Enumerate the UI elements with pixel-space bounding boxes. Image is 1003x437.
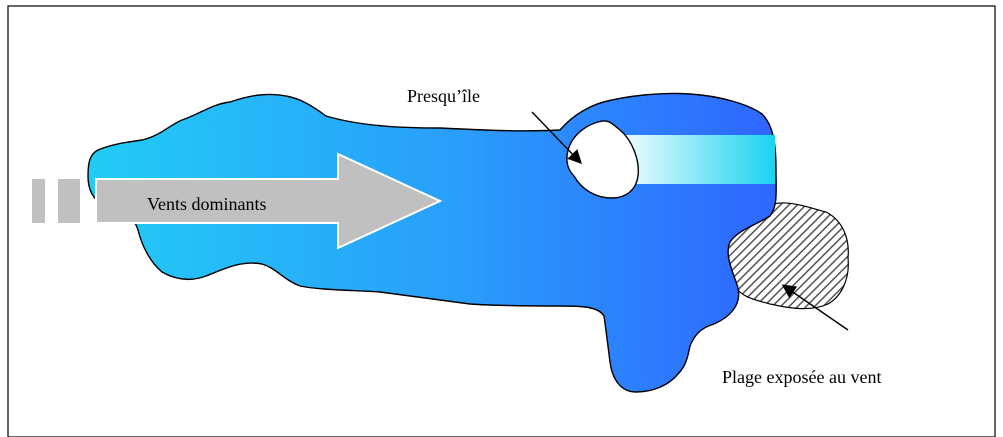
- wind-dash-2: [58, 179, 80, 223]
- wind-dash-1: [32, 179, 45, 223]
- right-arrow-icon: [95, 152, 443, 250]
- fetch-band: [612, 135, 775, 184]
- wind-label: Vents dominants: [147, 194, 267, 214]
- pointer-arrow-icon: [781, 284, 849, 331]
- pointer-arrow-icon: [531, 111, 582, 165]
- peninsula-label: Presqu’île: [407, 86, 480, 106]
- beach-label: Plage exposée au vent: [722, 367, 881, 387]
- peninsula: [566, 120, 639, 199]
